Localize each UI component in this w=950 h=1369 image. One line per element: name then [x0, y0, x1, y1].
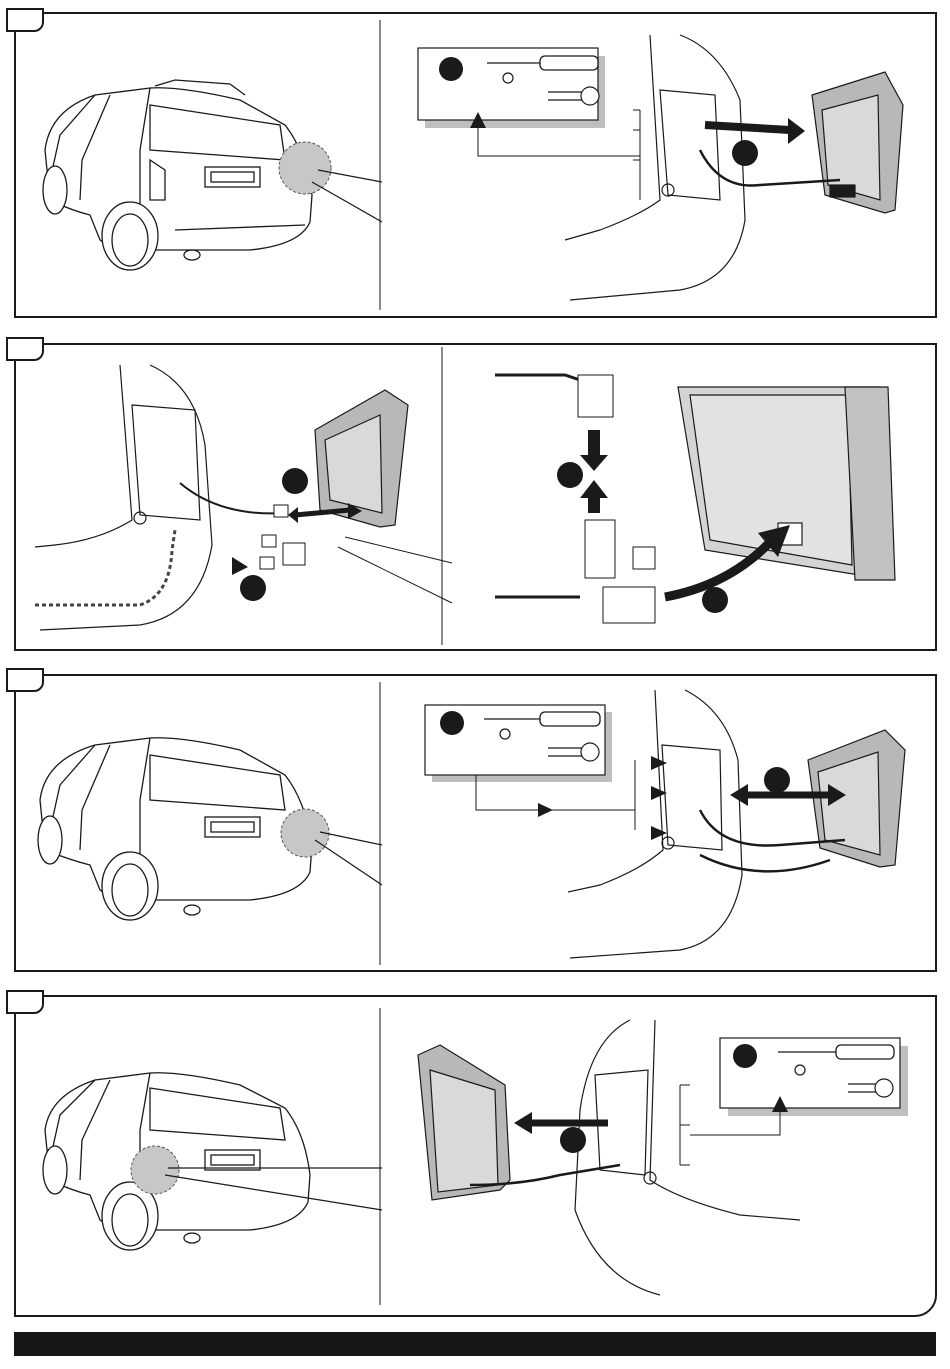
connector-icon — [603, 587, 655, 623]
step-2-illustration — [0, 335, 950, 655]
connector-icon — [578, 375, 613, 417]
connector-icon — [262, 535, 276, 547]
car-body-rear-corner — [35, 365, 212, 630]
tail-lamp-icon — [418, 1045, 510, 1200]
tail-lamp-icon — [315, 390, 408, 527]
step-1-illustration — [0, 0, 950, 330]
dashed-cable-route — [35, 530, 175, 605]
car-rear-icon — [43, 80, 312, 270]
highlight-circle — [131, 1146, 179, 1194]
highlight-circle — [281, 809, 329, 857]
footer-bar — [14, 1332, 936, 1356]
step-marker — [733, 1044, 757, 1068]
step-label-box — [283, 543, 305, 565]
step-label-box — [633, 547, 655, 569]
tail-lamp-icon — [678, 387, 895, 580]
highlight-circle — [279, 142, 331, 194]
step-marker — [440, 711, 464, 735]
connector-icon — [260, 557, 274, 569]
step-3-illustration — [0, 660, 950, 980]
car-rear-icon — [38, 738, 312, 920]
step-marker — [439, 57, 463, 81]
step-4-illustration — [0, 990, 950, 1320]
connector-icon — [274, 505, 288, 517]
connector-icon — [585, 520, 615, 578]
tail-lamp-icon — [812, 72, 903, 213]
